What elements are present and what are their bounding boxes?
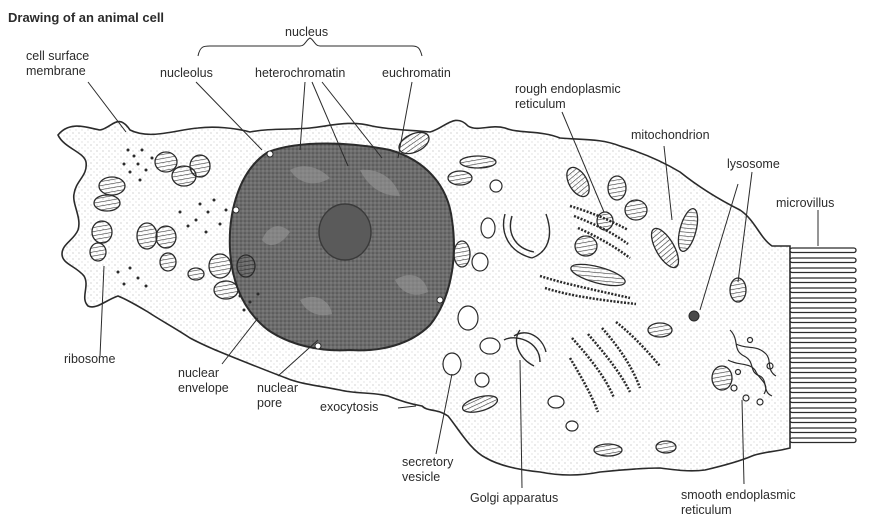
golgi-apparatus [502,213,551,367]
nucleolus [318,203,372,261]
label-cell-surface-membrane-line2: membrane [26,64,86,78]
label-nuclear-pore-line2: pore [257,396,283,410]
ribosomes [116,148,260,312]
label-mitochondrion: mitochondrion [631,128,710,142]
label-smooth-er: smooth endoplasmic reticulum [681,488,796,518]
rough-endoplasmic-reticulum [539,204,661,413]
label-cell-surface-membrane-line1: cell surface [26,49,90,63]
nucleus [228,142,455,352]
mitochondria [89,131,747,457]
diagram-title: Drawing of an animal cell [8,10,165,25]
smooth-endoplasmic-reticulum [727,329,777,406]
label-rough-er-line1: rough endoplasmic [515,82,621,96]
label-euchromatin: euchromatin [382,66,451,80]
label-golgi-apparatus: Golgi apparatus [470,491,559,505]
label-secretory-vesicle-line2: vesicle [402,470,441,484]
label-rough-er: rough endoplasmic reticulum [515,82,621,112]
leader-lines [87,37,819,489]
label-nuclear-pore: nuclear pore [257,381,298,411]
label-secretory-vesicle-line1: secretory [402,455,454,469]
label-nucleolus: nucleolus [160,66,213,80]
label-rough-er-line2: reticulum [515,97,566,111]
label-nuclear-envelope-line2: envelope [178,381,229,395]
label-ribosome: ribosome [64,352,116,366]
label-smooth-er-line2: reticulum [681,503,732,517]
label-nuclear-envelope: nuclear envelope [178,366,229,396]
label-nucleus: nucleus [285,25,329,39]
label-microvillus: microvillus [776,196,835,210]
label-secretory-vesicle: secretory vesicle [402,455,453,485]
label-cell-surface-membrane: cell surface membrane [26,49,89,79]
label-lysosome: lysosome [727,157,780,171]
label-heterochromatin: heterochromatin [255,66,346,80]
lysosome [688,310,700,322]
label-nuclear-pore-line1: nuclear [257,381,298,395]
secretory-vesicles [442,179,579,432]
label-nuclear-envelope-line1: nuclear [178,366,219,380]
label-exocytosis: exocytosis [320,400,379,414]
label-smooth-er-line1: smooth endoplasmic [681,488,796,502]
microvilli [789,247,857,444]
